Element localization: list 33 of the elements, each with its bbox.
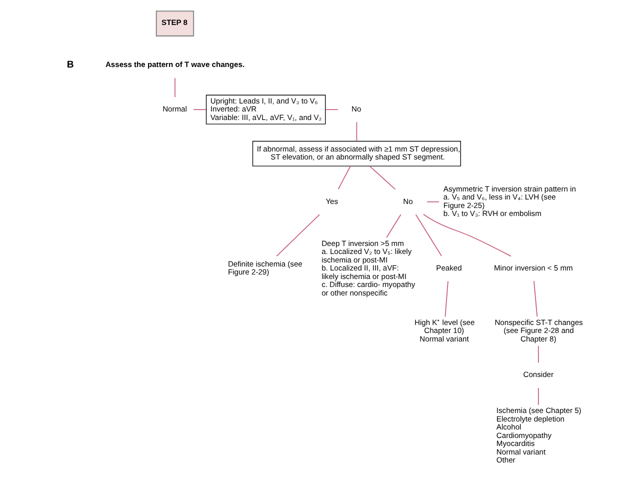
node-text: Peaked: [436, 264, 462, 273]
connector: [356, 122, 358, 142]
connector: [386, 214, 402, 238]
node-text: Deep T inversion >5 mm a. Localized V₂ to V₅: likely ischemia or post-MI b. Localized II, III, aVF: likely ischemia or post-MI c. Diffuse: cardio- myopathy or other nonspecific: [322, 238, 416, 298]
connector: [325, 109, 338, 110]
connector: [369, 166, 396, 190]
node-text: Assess the pattern of T wave changes.: [105, 60, 245, 69]
connector: [534, 280, 538, 318]
node-text: No: [403, 196, 413, 206]
node-text: Yes: [326, 196, 338, 206]
node-text: High K⁺ level (see Chapter 10) Normal variant: [414, 318, 475, 344]
connector: [422, 214, 512, 257]
node-text: Consider: [523, 370, 554, 380]
node-text: Ischemia (see Chapter 5) Electrolyte depletion Alcohol Cardiomyopathy Myocarditis Normal variant Other: [496, 406, 582, 465]
node-box: If abnormal, assess if associated with ≥1 mm ST depression, ST elevation, or an abnormally shaped ST segment.: [252, 140, 461, 166]
node-text: Normal: [162, 104, 187, 114]
connector: [193, 109, 206, 110]
connector: [538, 345, 539, 364]
connector: [276, 214, 320, 256]
connector: [415, 214, 442, 256]
node-box: STEP 8: [156, 10, 194, 36]
connector: [444, 280, 448, 318]
connector: [338, 166, 351, 190]
label: B: [66, 59, 74, 70]
node-text: Nonspecific ST-T changes (see Figure 2-28 and Chapter 8): [494, 318, 583, 344]
node-box: Upright: Leads I, II, and V₃ to V₆ Inverted: aVR Variable: III, aVL, aVF, V₁, and V₂: [206, 94, 326, 124]
node-text: Definite ischemia (see Figure 2-29): [228, 259, 302, 277]
node-text: Minor inversion < 5 mm: [494, 264, 573, 273]
connector: [174, 78, 176, 98]
node-text: Asymmetric T inversion strain pattern in a. V₅ and V₆, less in V₄: LVH (see Figure 2-25) b. V₁ to V₃: RVH or embolism: [443, 184, 576, 218]
connector: [538, 388, 539, 406]
connector: [426, 201, 440, 202]
node-text: No: [352, 104, 362, 114]
